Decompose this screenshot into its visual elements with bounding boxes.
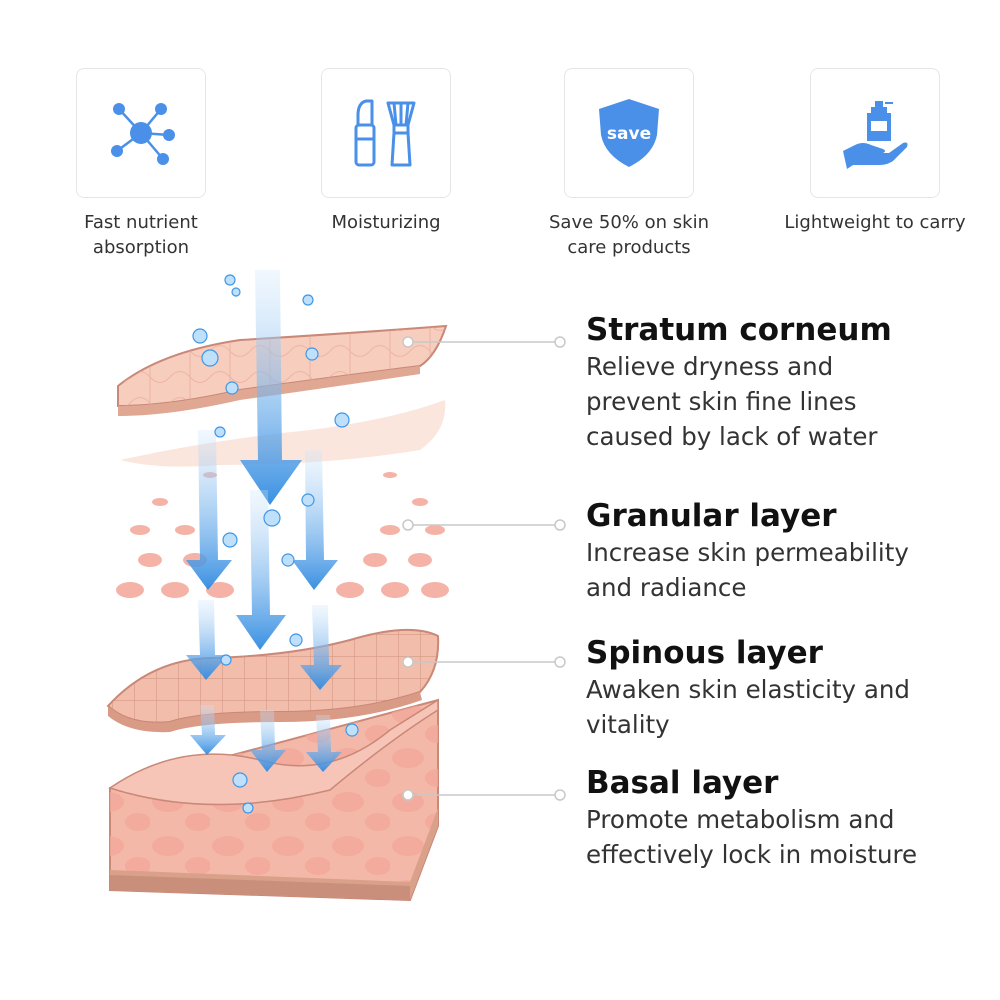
layer-description-line: Increase skin permeability (586, 538, 909, 567)
layer-spinous: Spinous layer Awaken skin elasticity and… (586, 635, 986, 742)
feature-icon-box: save (564, 68, 694, 198)
layer-granular: Granular layer Increase skin permeabilit… (586, 498, 986, 605)
feature-icon-box (810, 68, 940, 198)
feature-caption-line: Save 50% on skin (549, 212, 709, 233)
penetration-arrows (186, 270, 342, 772)
feature-caption: Lightweight to carry (780, 210, 970, 235)
feature-caption: Save 50% on skin care products (539, 210, 719, 260)
layer-description-line: caused by lack of water (586, 422, 878, 451)
feature-caption: Fast nutrient absorption (51, 210, 231, 260)
layer-description: Promote metabolism and effectively lock … (586, 802, 986, 872)
layer-title: Basal layer (586, 765, 779, 801)
cosmetics-icon (354, 99, 416, 167)
feature-moisturizing: Moisturizing (296, 68, 476, 235)
layer-description-line: effectively lock in moisture (586, 840, 918, 869)
molecule-icon (111, 103, 175, 165)
hand-bottle-icon (843, 101, 908, 169)
feature-caption-line: Lightweight to carry (784, 212, 966, 233)
layer-title: Spinous layer (586, 635, 823, 671)
skin-layers-illustration (106, 270, 566, 902)
layer-description-line: Promote metabolism and (586, 805, 895, 834)
layer-stratum-corneum: Stratum corneum Relieve dryness and prev… (586, 312, 986, 454)
layer-title: Granular layer (586, 498, 837, 534)
feature-save: save Save 50% on skin care products (539, 68, 719, 260)
feature-fast-absorption: Fast nutrient absorption (51, 68, 231, 260)
layer-basal: Basal layer Promote metabolism and effec… (586, 765, 986, 872)
water-bubbles (192, 274, 359, 814)
basal-layer-shape (108, 698, 439, 902)
feature-caption-line: Fast nutrient (84, 212, 198, 233)
feature-caption-line: absorption (92, 237, 190, 258)
layer-title: Stratum corneum (586, 312, 892, 348)
feature-caption-line: Moisturizing (331, 212, 441, 233)
granular-layer-shape (116, 472, 449, 598)
leader-lines (402, 336, 566, 801)
layer-description: Awaken skin elasticity and vitality (586, 672, 986, 742)
layer-description: Relieve dryness and prevent skin fine li… (586, 349, 986, 454)
layer-description-line: vitality (586, 710, 670, 739)
feature-icon-box (76, 68, 206, 198)
feature-lightweight: Lightweight to carry (780, 68, 970, 235)
layer-description: Increase skin permeability and radiance (586, 535, 986, 605)
layer-description-line: prevent skin fine lines (586, 387, 857, 416)
shield-badge-text: save (607, 124, 651, 144)
shield-icon: save (599, 99, 659, 167)
feature-icon-box (321, 68, 451, 198)
feature-caption: Moisturizing (296, 210, 476, 235)
layer-description-line: Relieve dryness and (586, 352, 834, 381)
layer-description-line: and radiance (586, 573, 747, 602)
feature-caption-line: care products (567, 237, 691, 258)
layer-description-line: Awaken skin elasticity and (586, 675, 910, 704)
stratum-corneum-shape (117, 324, 448, 416)
